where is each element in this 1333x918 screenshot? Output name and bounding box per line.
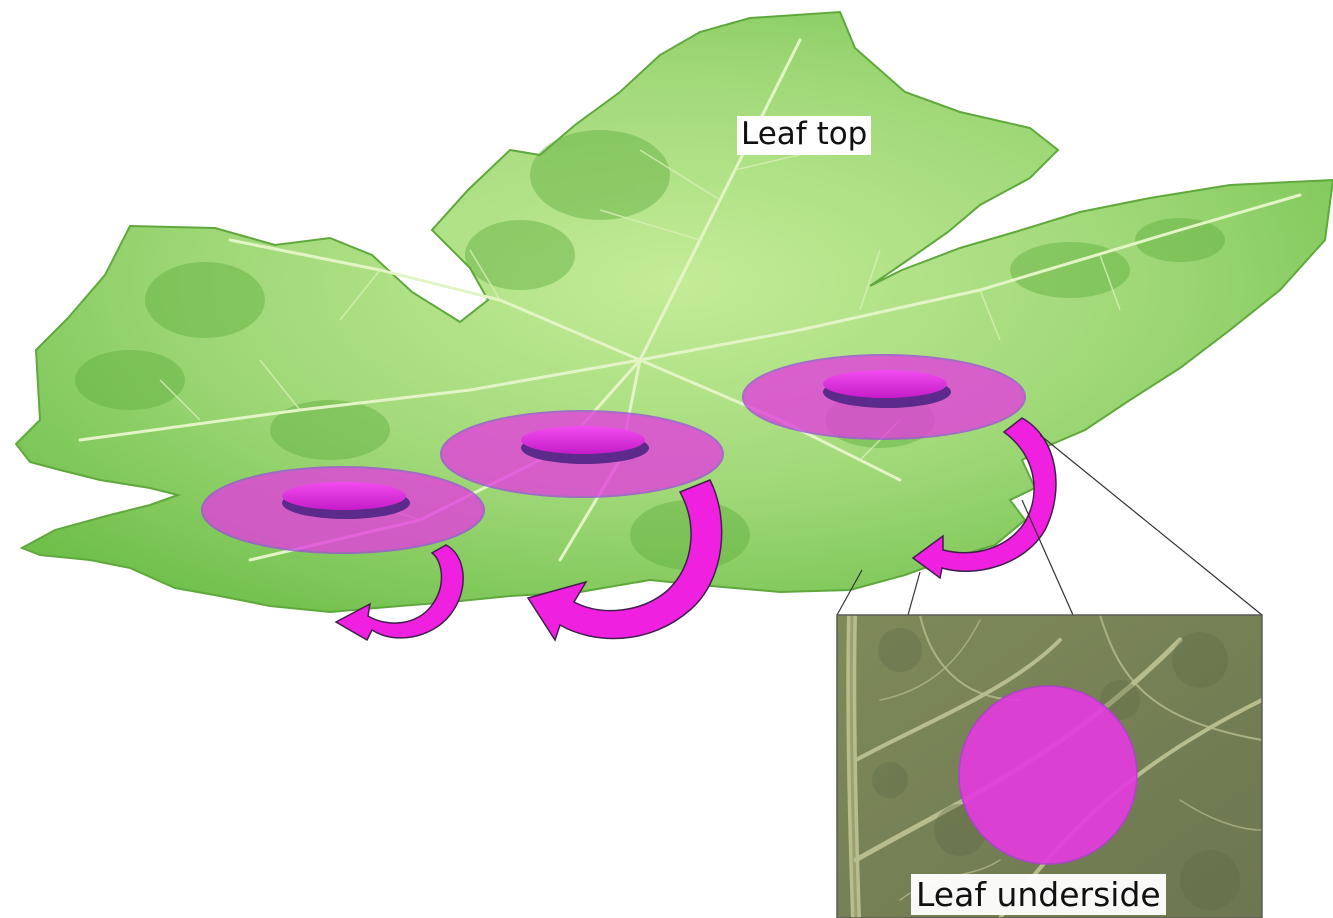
leaf-underside-inset [837,615,1262,918]
leaf-underside-label: Leaf underside [911,874,1166,915]
spot-left [202,467,484,553]
disc-middle [521,426,645,454]
disc-right [823,370,947,398]
spot-middle [441,411,723,497]
underside-spot [959,686,1137,864]
leaf-top-label: Leaf top [737,116,871,155]
spot-right [743,355,1025,439]
disc-left [282,482,406,510]
